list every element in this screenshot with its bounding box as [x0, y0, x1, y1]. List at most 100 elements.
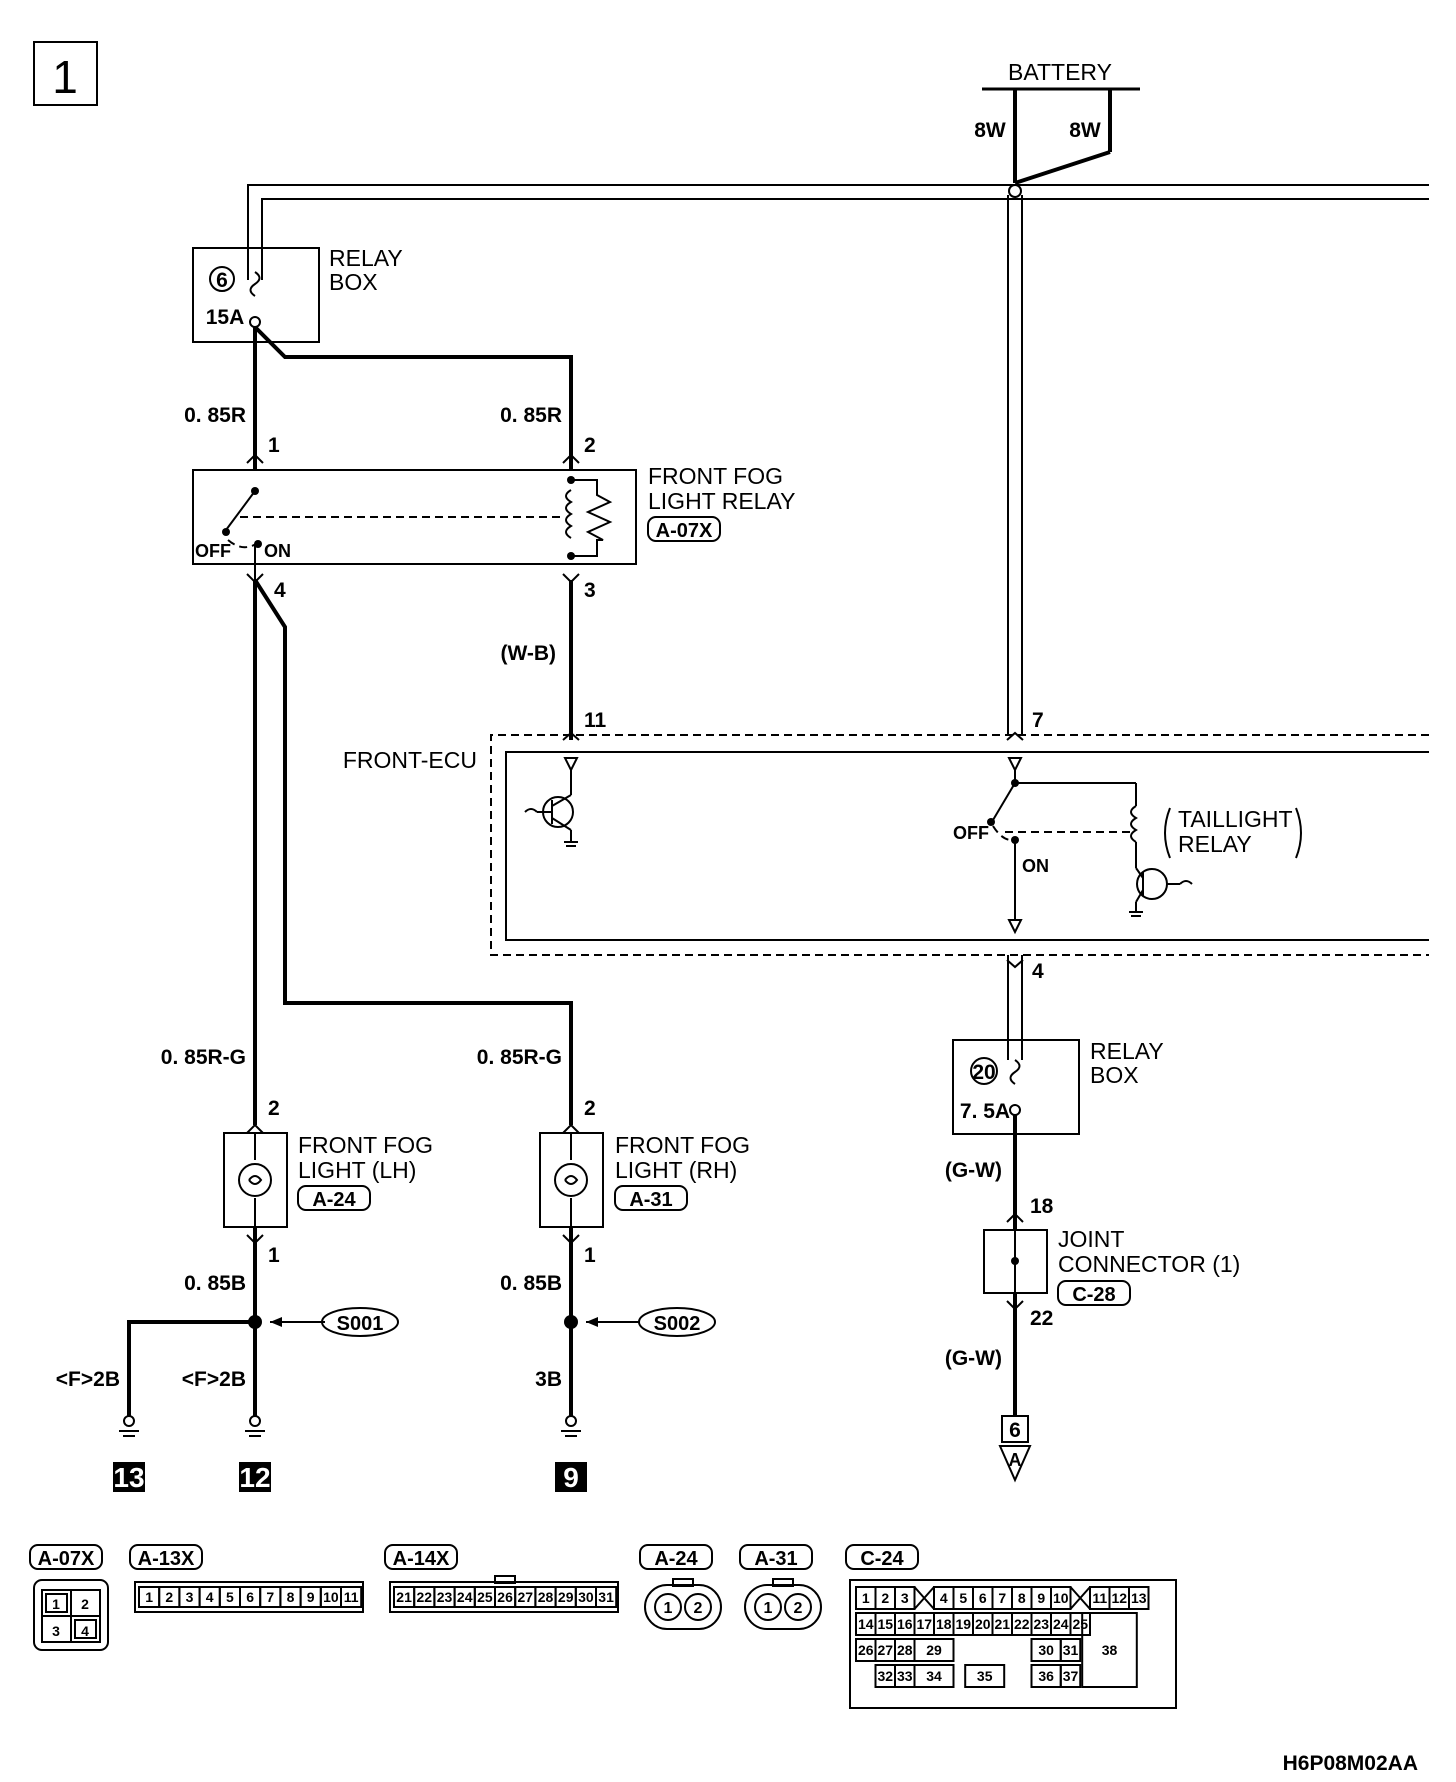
- wire-085rg-left: 0. 85R-G: [161, 1046, 246, 1069]
- fog-relay-pin-2: 2: [584, 434, 596, 457]
- c24-pin-16: 16: [897, 1616, 913, 1632]
- c24-pin-25-cell: [1069, 1612, 1091, 1636]
- wire-085b-right: 0. 85B: [500, 1272, 562, 1295]
- c24-pin-32: 32: [877, 1668, 893, 1684]
- c24-pin-2: 2: [881, 1590, 889, 1606]
- c24-pin-37-cell: [1059, 1664, 1082, 1688]
- joint-connector: JOINT CONNECTOR (1) C-28: [983, 1226, 1240, 1306]
- connector-a31-id: A-31: [754, 1548, 797, 1570]
- connector-a07x-id: A-07X: [38, 1548, 95, 1570]
- a07x-pin-3: 3: [52, 1623, 60, 1639]
- a24-pin-2: 2: [694, 1600, 703, 1617]
- c24-pin-20: 20: [975, 1616, 991, 1632]
- splice-s001-label: S001: [337, 1313, 384, 1335]
- a14x-pin-24: 24: [457, 1589, 473, 1605]
- c24-pin-29: 29: [926, 1642, 942, 1658]
- connector-c24-id: C-24: [860, 1548, 904, 1570]
- ecu-on: ON: [1022, 856, 1049, 876]
- relay-box-top-label-2: BOX: [329, 269, 378, 295]
- a14x-pin-27: 27: [518, 1589, 534, 1605]
- c24-pin-3-cell: [894, 1586, 916, 1610]
- a13x-pin-10: 10: [323, 1589, 339, 1605]
- fog-lh-pin-1: 1: [268, 1244, 280, 1267]
- wire-3b: 3B: [535, 1368, 562, 1391]
- off-page-letter: A: [1009, 1450, 1022, 1470]
- ground-13-label: 13: [113, 1462, 144, 1493]
- ground-12-label: 12: [239, 1462, 270, 1493]
- joint-pin-22: 22: [1030, 1307, 1053, 1330]
- c24-blocked-position: [1069, 1586, 1091, 1610]
- c24-pin-8: 8: [1018, 1590, 1026, 1606]
- fog-relay-pin-4: 4: [274, 579, 286, 602]
- a24-pin-1: 1: [664, 1600, 673, 1617]
- a13x-pin-1: 1: [145, 1589, 153, 1605]
- c24-pin-31: 31: [1063, 1642, 1079, 1658]
- c24-pin-37: 37: [1063, 1668, 1079, 1684]
- joint-pin-18: 18: [1030, 1195, 1054, 1218]
- front-ecu-pin-7: 7: [1032, 709, 1044, 732]
- ecu-off: OFF: [953, 823, 989, 843]
- ground-9: 9: [555, 1415, 587, 1493]
- ground-13: 13: [113, 1415, 145, 1493]
- a13x-pin-9: 9: [307, 1589, 315, 1605]
- a07x-pin-1: 1: [52, 1596, 60, 1612]
- fog-rh-connector: A-31: [629, 1189, 672, 1211]
- a31-pin-2: 2: [794, 1600, 803, 1617]
- fog-rh-lamp-icon: [554, 1163, 588, 1197]
- wire-085r-right: 0. 85R: [500, 404, 562, 427]
- c24-pin-14: 14: [858, 1616, 874, 1632]
- battery-wire-right: 8W: [1069, 119, 1101, 142]
- c24-pin-27: 27: [877, 1642, 893, 1658]
- fog-lh-label-1: FRONT FOG: [298, 1132, 433, 1158]
- c24-pin-35: 35: [977, 1668, 993, 1684]
- c24-pin-33: 33: [897, 1668, 913, 1684]
- wire-f2b-b: <F>2B: [182, 1368, 246, 1391]
- fog-lh-pin-2: 2: [268, 1097, 280, 1120]
- front-fog-light-lh: FRONT FOG LIGHT (LH) A-24: [223, 1132, 433, 1228]
- a31-pin-1: 1: [764, 1600, 773, 1617]
- c24-pin-29-cell: [913, 1638, 955, 1662]
- fog-rh-label-2: LIGHT (RH): [615, 1157, 737, 1183]
- a14x-pin-31-cell: [595, 1586, 618, 1608]
- a14x-pin-23: 23: [437, 1589, 453, 1605]
- c24-pin-5: 5: [959, 1590, 967, 1606]
- taillight-relay-label-2: RELAY: [1178, 831, 1252, 857]
- a13x-pin-11: 11: [344, 1589, 359, 1605]
- c24-pin-30: 30: [1038, 1642, 1054, 1658]
- c24-pin-19: 19: [955, 1616, 971, 1632]
- splice-s002-label: S002: [654, 1313, 701, 1335]
- front-ecu-pin-11: 11: [584, 709, 607, 732]
- fog-rh-pin-2: 2: [584, 1097, 596, 1120]
- a14x-pin-29: 29: [558, 1589, 574, 1605]
- page-number: 1: [52, 51, 78, 103]
- relay-box-top-fuse-rating: 15A: [206, 306, 245, 329]
- a14x-pin-21: 21: [396, 1589, 412, 1605]
- a07x-pin-2: 2: [81, 1596, 89, 1612]
- c24-blocked-position: [913, 1586, 935, 1610]
- off-page-number: 6: [1009, 1419, 1021, 1442]
- c24-pin-13-cell: [1128, 1586, 1150, 1610]
- battery: BATTERY 8W 8W: [974, 59, 1140, 185]
- fog-relay-connector: A-07X: [656, 520, 713, 542]
- c24-pin-34-cell: [913, 1664, 955, 1688]
- a13x-pin-3: 3: [186, 1589, 194, 1605]
- fog-relay-off: OFF: [195, 541, 231, 561]
- relay-box-top-fuse-number: 6: [216, 269, 228, 292]
- connector-a24-id: A-24: [654, 1548, 698, 1570]
- joint-connector-id: C-28: [1072, 1284, 1115, 1306]
- wire-085r-left: 0. 85R: [184, 404, 246, 427]
- a13x-pin-4: 4: [206, 1589, 214, 1605]
- splice-s002: S002: [586, 1307, 716, 1337]
- fuse-symbol-bottom: [1009, 1059, 1021, 1085]
- c24-pin-10-cell: [1050, 1586, 1072, 1610]
- fog-relay-pin-1: 1: [268, 434, 280, 457]
- taillight-relay-coil: [1130, 805, 1138, 843]
- a13x-pin-2: 2: [165, 1589, 173, 1605]
- connector-a14x-id: A-14X: [393, 1548, 450, 1570]
- ground-9-label: 9: [563, 1462, 579, 1493]
- connector-a24: A-24 1 2: [639, 1544, 722, 1630]
- relay-box-bottom-fuse-number: 20: [972, 1061, 995, 1084]
- relay-box-bottom: 20 7. 5A RELAY BOX: [952, 1038, 1164, 1135]
